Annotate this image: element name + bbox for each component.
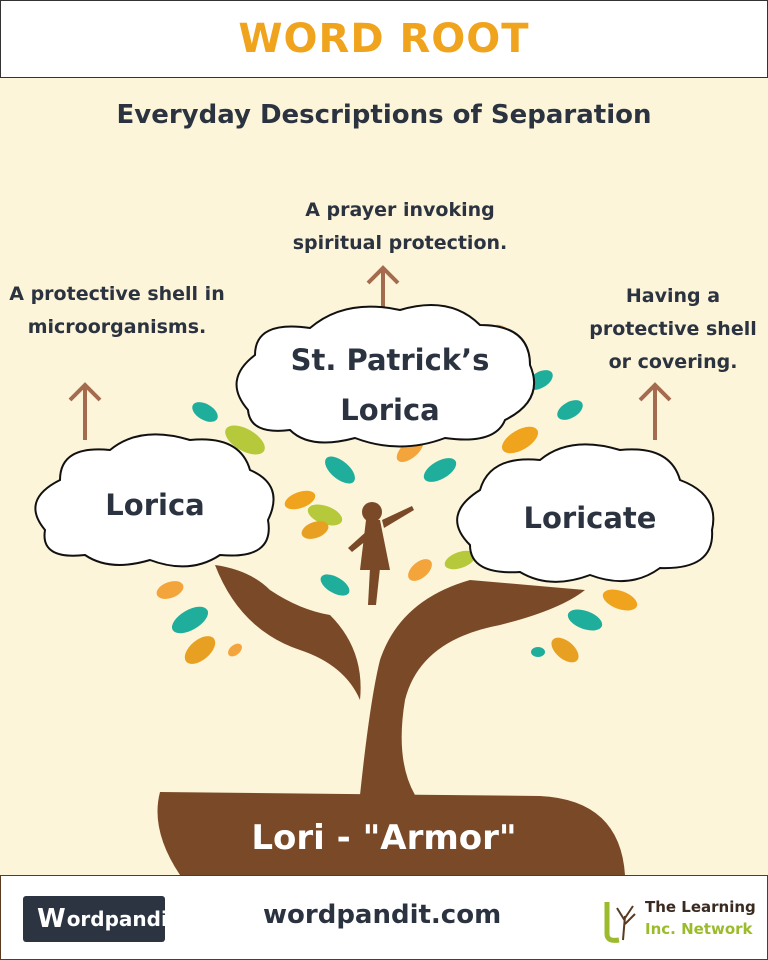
word-loricate: Loricate xyxy=(523,500,657,535)
child-silhouette xyxy=(348,502,414,605)
page-title: WORD ROOT xyxy=(238,16,530,62)
tree-trunk xyxy=(157,565,625,875)
definition-st-patricks-lorica: A prayer invoking spiritual protection. xyxy=(292,199,508,254)
network-line1: The Learning xyxy=(645,898,756,916)
word-st-patricks-lorica: St. Patrick’s Lorica xyxy=(290,343,490,427)
logo-letter: W xyxy=(37,904,66,934)
root-word: Lori - "Armor" xyxy=(251,818,517,858)
tree-logo-icon xyxy=(604,902,636,943)
word-lorica: Lorica xyxy=(105,488,205,522)
logo-text: ordpandit xyxy=(66,907,178,931)
definition-loricate: Having a protective shell or covering. xyxy=(589,285,757,373)
clouds xyxy=(34,304,715,583)
network-line2: Inc. Network xyxy=(645,920,753,938)
definition-lorica: A protective shell in microorganisms. xyxy=(9,283,225,338)
header: WORD ROOT xyxy=(0,0,768,78)
subtitle: Everyday Descriptions of Separation xyxy=(116,100,652,130)
website-link[interactable]: wordpandit.com xyxy=(263,900,502,930)
learning-network-logo: The Learning Inc. Network xyxy=(601,896,761,946)
